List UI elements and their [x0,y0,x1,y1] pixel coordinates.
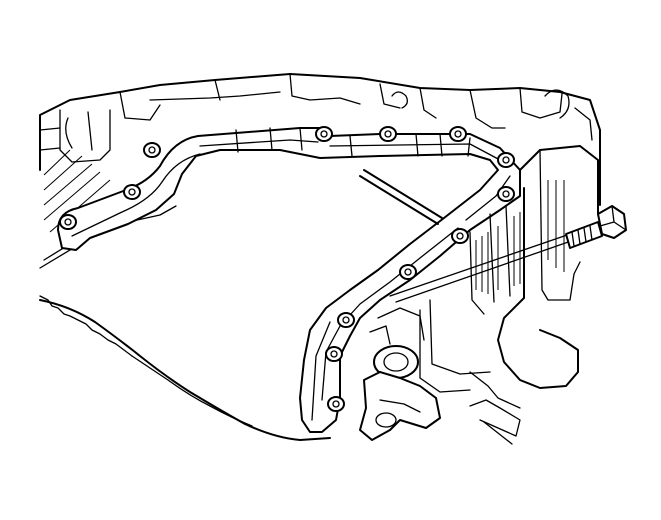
bolt-hole [327,396,345,412]
bolt-hole [337,312,355,328]
bolt-hole [123,184,141,200]
bolt-hole [451,228,469,244]
bolt-hole [315,126,333,142]
engine-block [39,73,601,233]
bolt-hole [497,186,515,202]
drain-plug-assembly [359,307,441,441]
bolt-hole [497,152,515,168]
bolt-hole [325,346,343,362]
bolt-hole [143,142,161,158]
bolt-holes [59,126,515,412]
bolt-hole [59,214,77,230]
oil-pan-flange [57,127,521,433]
leader-lines [389,233,575,445]
bolt-hole [379,126,397,142]
bolt-hole [449,126,467,142]
dipstick-tube [359,169,443,225]
bolt-hole [399,264,417,280]
oil-pan-right-wall [419,145,599,437]
oil-pan-bolt [565,205,627,249]
